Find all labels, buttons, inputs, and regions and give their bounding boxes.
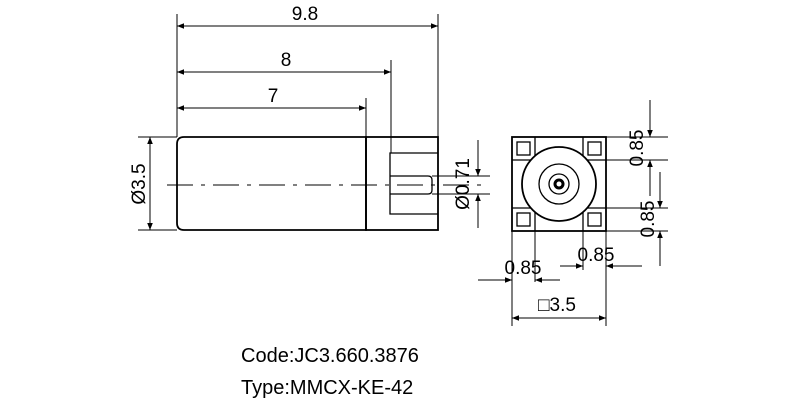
type-label: Type:MMCX-KE-42 [241,377,414,399]
inner-circle [538,163,580,205]
front-view: 0.85 0.85 0.85 0.85 □3.5 [478,100,668,326]
dim-length-7: 7 [268,86,279,107]
outer-circle [521,146,597,222]
dim-body-diameter: Ø3.5 [129,163,150,204]
pin-ring [548,173,570,195]
flange-slot [389,152,438,215]
flange-outline [365,136,439,231]
dim-length-8: 8 [281,50,292,71]
side-view: 9.8 8 7 Ø3.5 Ø0.71 [129,4,490,231]
dim-front-left: 0.85 [505,258,542,279]
dim-front-bottom: 0.85 [638,201,659,238]
dim-pin-diameter: Ø0.71 [453,158,474,210]
dim-front-right: 0.85 [578,245,615,266]
square-outline [511,136,607,232]
dim-square-size: □3.5 [538,295,576,316]
dim-total-length: 9.8 [292,4,318,25]
body-outline [176,136,367,231]
code-label: Code:JC3.660.3876 [241,345,419,367]
dim-front-top: 0.85 [627,130,648,167]
